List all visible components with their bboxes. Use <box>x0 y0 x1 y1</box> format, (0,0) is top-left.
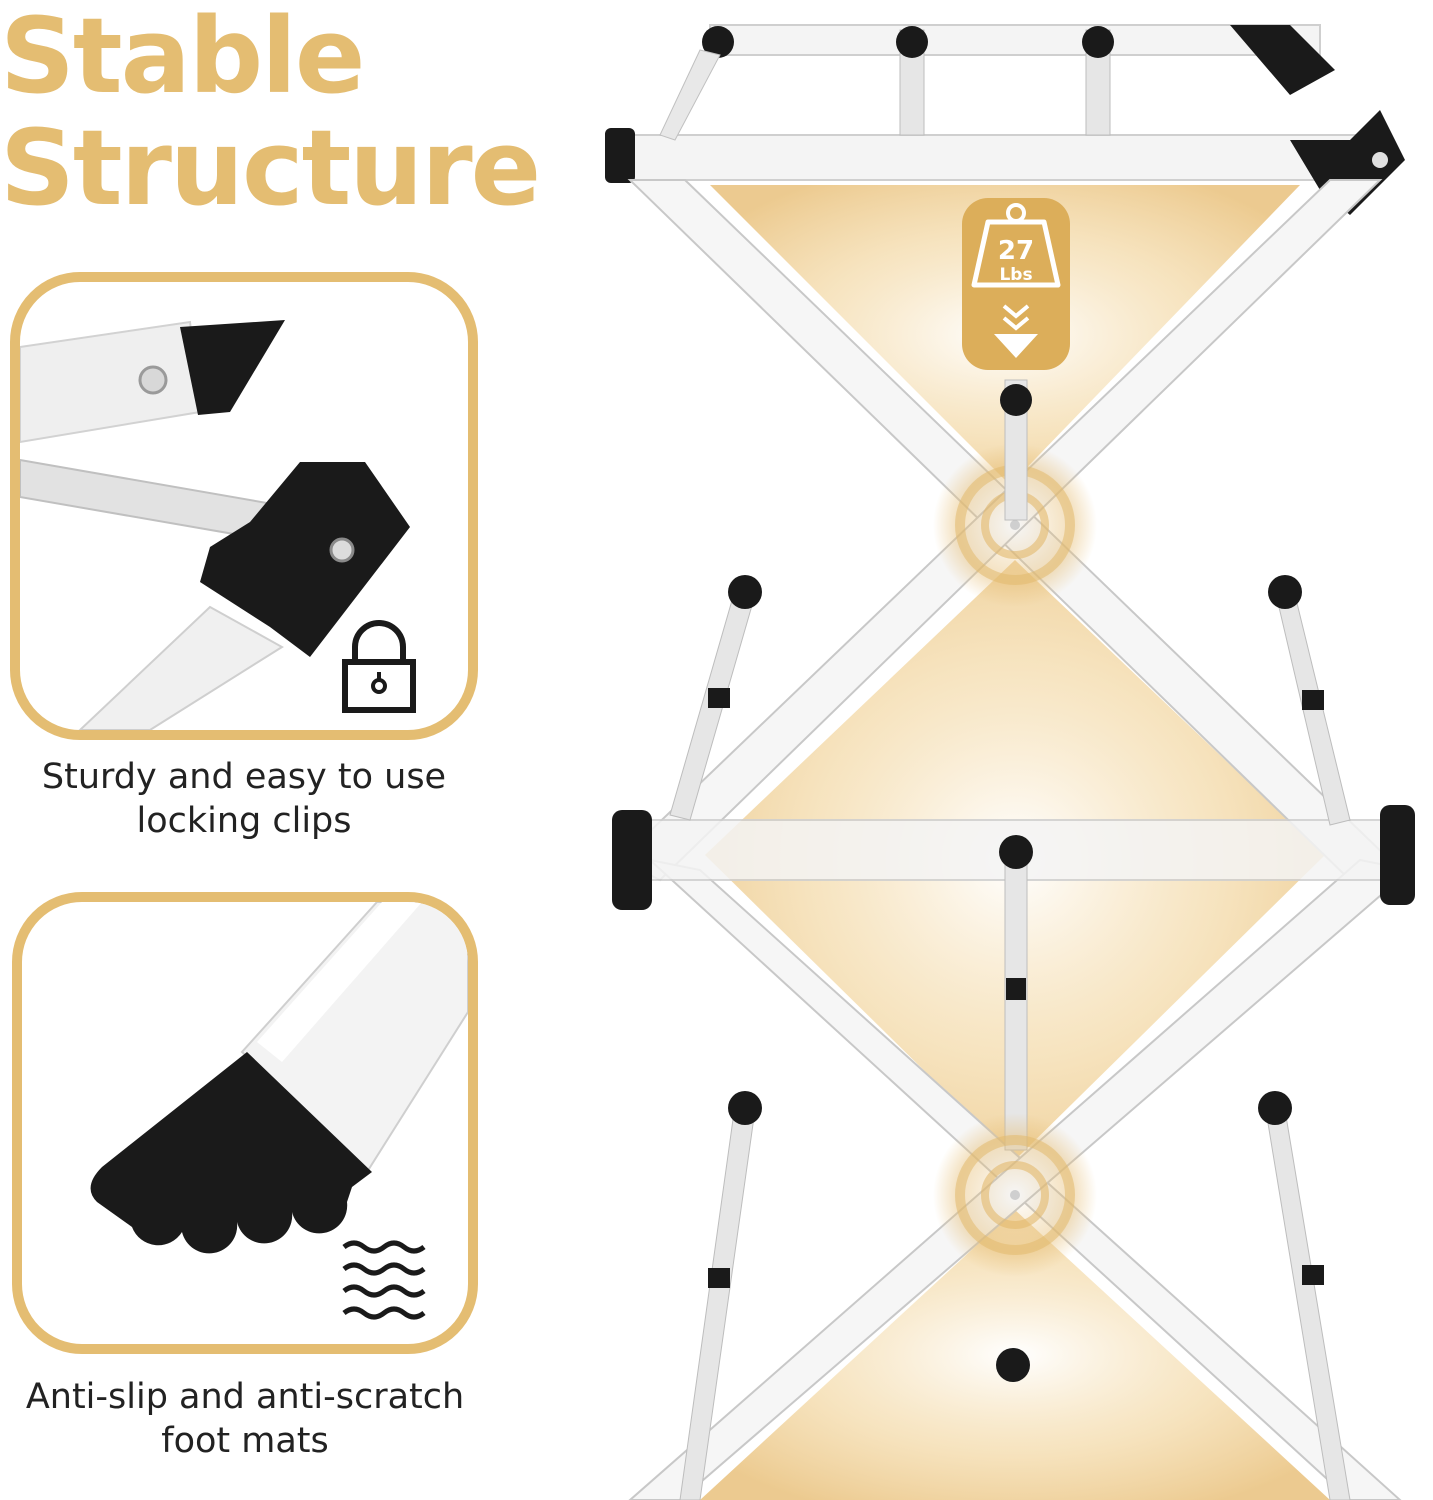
load-badge <box>962 198 1070 370</box>
foot-mat-caption: Anti-slip and anti-scratch foot mats <box>0 1375 490 1463</box>
locking-clip-caption-line-2: locking clips <box>136 801 352 841</box>
drying-rack-illustration: 27 Lbs <box>590 0 1433 1500</box>
foot-mat-caption-line-1: Anti-slip and anti-scratch <box>25 1377 465 1417</box>
locking-clip-caption-line-1: Sturdy and easy to use <box>41 757 447 797</box>
locking-clip-caption: Sturdy and easy to use locking clips <box>0 755 488 843</box>
down-arrow-icon <box>1002 304 1030 331</box>
lower-pivot-ring <box>933 1113 1097 1382</box>
waves-icon <box>342 1240 426 1320</box>
load-unit: Lbs <box>999 265 1032 285</box>
weight-icon <box>971 203 1061 288</box>
title-line-2: Structure <box>0 107 541 229</box>
middle-frame <box>612 805 1415 1151</box>
load-value: 27 <box>998 236 1034 266</box>
page-title: Stable Structure <box>0 0 541 229</box>
locking-clip-illustration <box>20 320 416 730</box>
foot-mat-card <box>12 892 478 1354</box>
padlock-icon <box>342 620 416 713</box>
locking-clip-card <box>10 272 478 740</box>
top-frame <box>605 24 1405 215</box>
title-line-1: Stable <box>0 0 365 117</box>
side-rods <box>669 575 1351 1500</box>
foot-mat-caption-line-2: foot mats <box>161 1421 329 1461</box>
foot-mat-illustration <box>90 902 468 1320</box>
